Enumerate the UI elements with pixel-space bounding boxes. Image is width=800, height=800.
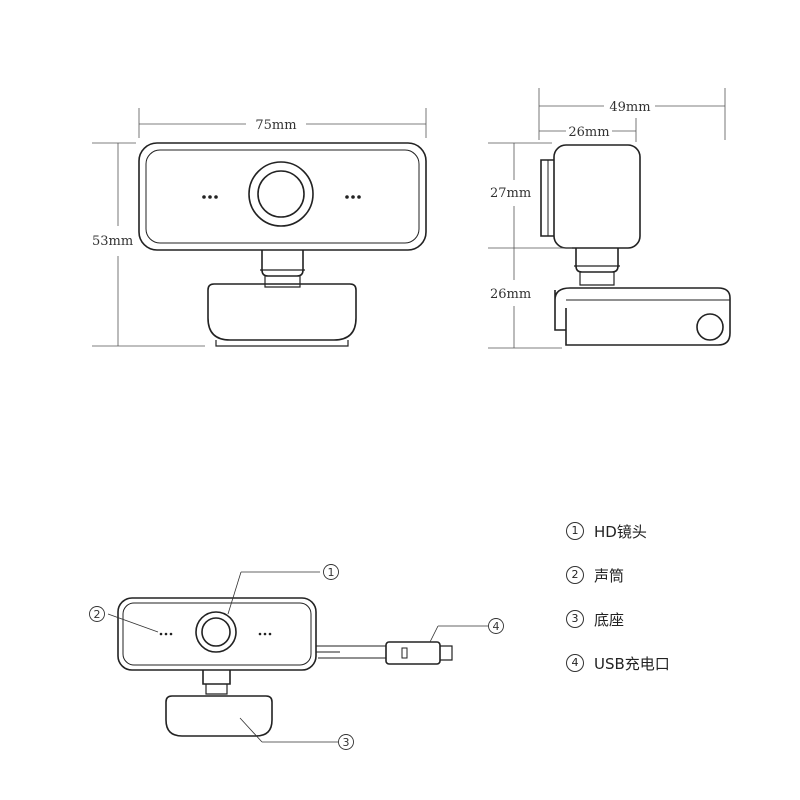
- callout-marker-4: 4: [493, 620, 500, 633]
- side-head: [553, 144, 641, 249]
- callout-base: [165, 695, 273, 737]
- side-base: [554, 287, 731, 346]
- callout-head-inner: [122, 602, 312, 666]
- front-mic-right: [345, 195, 361, 199]
- legend-label-3: 底座: [594, 610, 625, 629]
- callout-marker-3: 3: [343, 736, 350, 749]
- usb-plug: [385, 641, 441, 665]
- front-view: [92, 108, 427, 347]
- front-width-label: 75mm: [255, 118, 296, 133]
- callout-lens-inner: [201, 617, 231, 647]
- legend-item-hd-lens: 1 HD镜头: [566, 520, 766, 542]
- front-head-inner: [145, 149, 420, 244]
- side-base-height-label: 26mm: [490, 287, 531, 302]
- side-head-height-label: 27mm: [490, 186, 531, 201]
- legend-label-1: HD镜头: [594, 522, 647, 541]
- side-neck: [575, 248, 619, 273]
- callout-marker-1: 1: [328, 566, 335, 579]
- front-head-outer: [138, 142, 427, 251]
- legend-label-2: 声筒: [594, 566, 625, 585]
- side-hinge: [696, 313, 724, 341]
- legend-number-3: 3: [566, 610, 584, 628]
- usb-cable: [316, 645, 386, 659]
- callout-view: [89, 564, 504, 750]
- parts-legend: 1 HD镜头 2 声筒 3 底座 4 USB充电口: [566, 520, 766, 696]
- legend-number-1: 1: [566, 522, 584, 540]
- legend-item-base: 3 底座: [566, 608, 766, 630]
- legend-item-usb-port: 4 USB充电口: [566, 652, 766, 674]
- legend-item-microphone: 2 声筒: [566, 564, 766, 586]
- front-base: [207, 283, 357, 341]
- callout-lens-outer: [195, 611, 237, 653]
- front-mic-left: [202, 195, 218, 199]
- side-body-depth-label: 26mm: [568, 125, 609, 140]
- legend-number-4: 4: [566, 654, 584, 672]
- front-lens-inner: [257, 170, 305, 218]
- callout-marker-2: 2: [94, 608, 101, 621]
- side-depth-label: 49mm: [609, 100, 650, 115]
- legend-number-2: 2: [566, 566, 584, 584]
- callout-head-outer: [117, 597, 317, 671]
- legend-label-4: USB充电口: [594, 654, 670, 673]
- front-height-label: 53mm: [92, 234, 133, 249]
- side-view: [488, 88, 731, 349]
- front-neck: [261, 250, 304, 277]
- front-lens-outer: [248, 161, 314, 227]
